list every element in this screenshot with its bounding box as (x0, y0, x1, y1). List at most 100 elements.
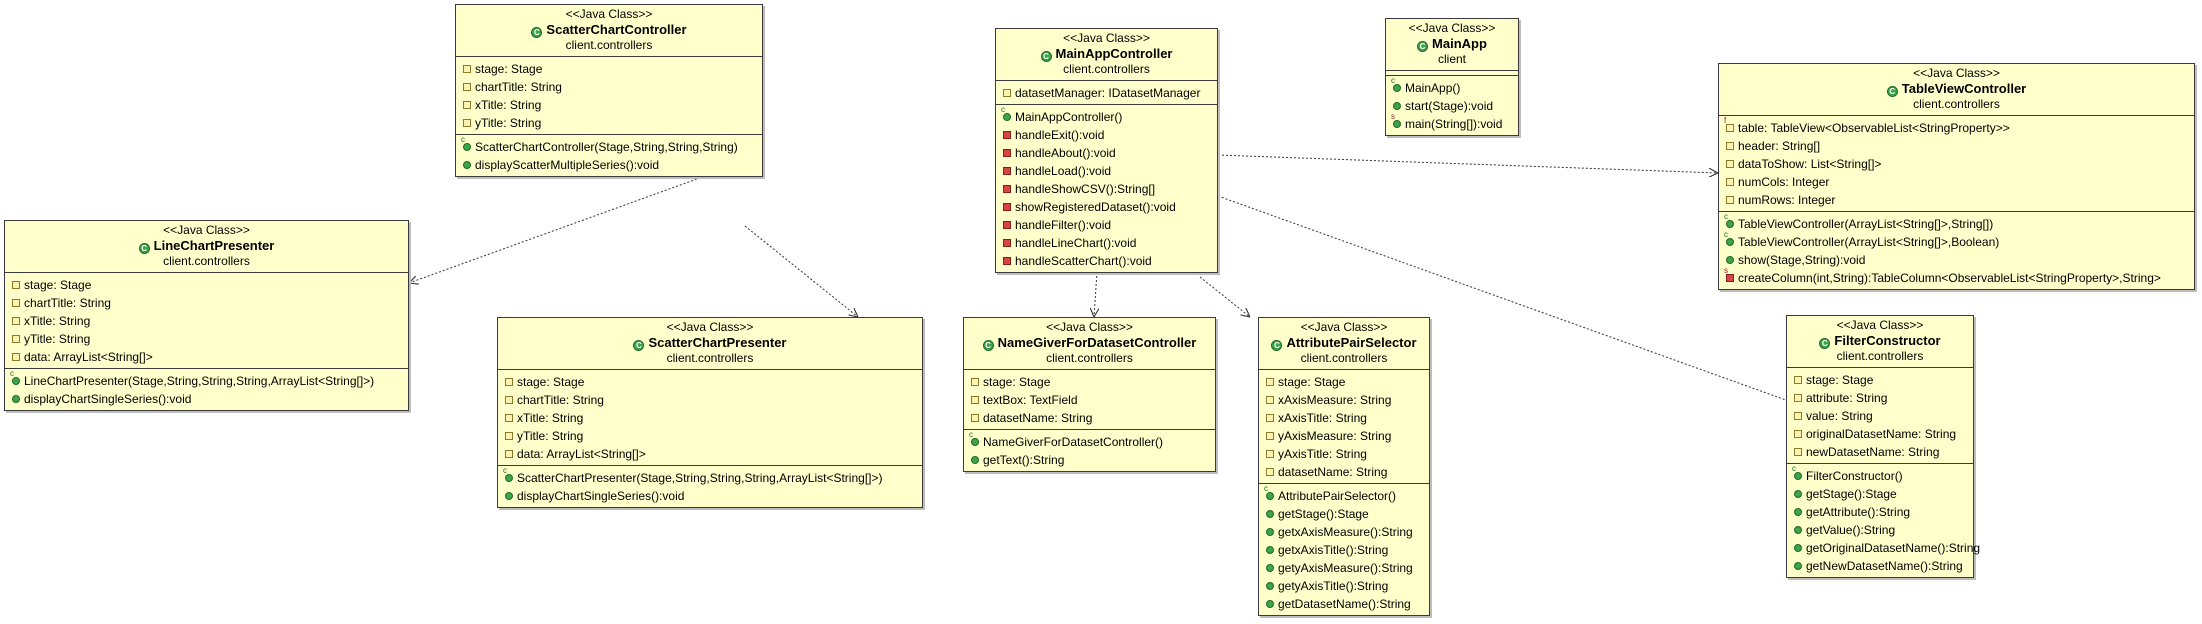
public-method-icon (1794, 544, 1802, 552)
public-method-icon (971, 456, 979, 464)
private-field-icon (463, 83, 471, 91)
private-field-icon (12, 335, 20, 343)
field-row: originalDatasetName: String (1787, 425, 1973, 443)
field-row: yTitle: String (456, 114, 762, 132)
method-row: handleExit():void (996, 126, 1217, 144)
method-row: displayScatterMultipleSeries():void (456, 156, 762, 174)
method-row: handleAbout():void (996, 144, 1217, 162)
constructor-icon (969, 431, 979, 446)
field-row: dataToShow: List<String[]> (1719, 155, 2194, 173)
public-method-icon (1393, 102, 1401, 110)
private-field-icon (505, 432, 513, 440)
class-icon: C (1886, 86, 1898, 97)
public-method-icon (1266, 546, 1274, 554)
constructor-icon (1724, 231, 1734, 246)
fields-section: stage: Stage textBox: TextField datasetN… (964, 370, 1215, 429)
private-field-icon (1726, 142, 1734, 150)
dependency-line (409, 174, 709, 283)
method-row: getStage():Stage (1787, 485, 1973, 503)
package-name: client.controllers (163, 254, 250, 268)
field-row: newDatasetName: String (1787, 443, 1973, 461)
private-field-icon (12, 281, 20, 289)
private-field-icon (1794, 430, 1802, 438)
package-name: client.controllers (1300, 351, 1388, 365)
dependency-line (1094, 271, 1097, 317)
field-row: datasetManager: IDatasetManager (996, 84, 1217, 102)
method-row: getNewDatasetName():String (1787, 557, 1973, 575)
constructor-icon (10, 370, 20, 385)
class-icon: C (531, 27, 543, 38)
dependency-line (1199, 276, 1250, 317)
private-method-icon (1003, 167, 1011, 175)
private-field-icon (1726, 178, 1734, 186)
methods-section: TableViewController(ArrayList<String[]>,… (1719, 211, 2194, 289)
field-row: chartTitle: String (5, 294, 408, 312)
private-field-icon (1003, 89, 1011, 97)
method-row: main(String[]):void (1386, 113, 1518, 133)
public-method-icon (1726, 256, 1734, 264)
class-icon: C (1040, 51, 1052, 62)
private-method-icon (1003, 131, 1011, 139)
package-name: client.controllers (666, 351, 754, 365)
private-field-icon (12, 299, 20, 307)
private-method-icon (1003, 257, 1011, 265)
public-method-icon (1266, 528, 1274, 536)
private-field-icon (505, 396, 513, 404)
method-row: handleLineChart():void (996, 234, 1217, 252)
constructor-icon (461, 136, 471, 151)
field-row: chartTitle: String (498, 391, 922, 409)
field-row: xAxisTitle: String (1259, 409, 1429, 427)
stereotype-label: <<Java Class>> (666, 320, 754, 334)
dependency-line (1217, 195, 1822, 413)
public-method-icon (1794, 562, 1802, 570)
field-row: xAxisMeasure: String (1259, 391, 1429, 409)
static-private-method-icon (1724, 267, 1734, 282)
private-method-icon (1003, 221, 1011, 229)
method-row: NameGiverForDatasetController() (964, 431, 1215, 451)
field-row: stage: Stage (456, 60, 762, 78)
field-row: attribute: String (1787, 389, 1973, 407)
method-row: FilterConstructor() (1787, 465, 1973, 485)
private-field-icon (971, 378, 979, 386)
field-row: datasetName: String (1259, 463, 1429, 481)
class-icon: C (1819, 338, 1831, 349)
stereotype-label: <<Java Class>> (1836, 318, 1924, 332)
field-row: header: String[] (1719, 137, 2194, 155)
private-field-icon (505, 378, 513, 386)
field-row: numRows: Integer (1719, 191, 2194, 209)
method-row: handleScatterChart():void (996, 252, 1217, 270)
stereotype-label: <<Java Class>> (565, 7, 653, 21)
package-name: client.controllers (565, 38, 653, 52)
method-row: handleFilter():void (996, 216, 1217, 234)
public-method-icon (1266, 600, 1274, 608)
method-row: ScatterChartPresenter(Stage,String,Strin… (498, 467, 922, 487)
field-row: yTitle: String (498, 427, 922, 445)
private-field-icon (12, 317, 20, 325)
method-row: handleLoad():void (996, 162, 1217, 180)
fields-section: stage: Stage chartTitle: String xTitle: … (498, 370, 922, 465)
package-name: client.controllers (1046, 351, 1133, 365)
method-row: createColumn(int,String):TableColumn<Obs… (1719, 267, 2194, 287)
method-row: getxAxisMeasure():String (1259, 523, 1429, 541)
field-row: textBox: TextField (964, 391, 1215, 409)
field-row: xTitle: String (456, 96, 762, 114)
private-field-icon (1726, 160, 1734, 168)
methods-section: AttributePairSelector() getStage():Stage… (1259, 483, 1429, 615)
constructor-icon (1792, 465, 1802, 480)
private-field-icon (505, 414, 513, 422)
public-method-icon (12, 395, 20, 403)
public-method-icon (1266, 564, 1274, 572)
